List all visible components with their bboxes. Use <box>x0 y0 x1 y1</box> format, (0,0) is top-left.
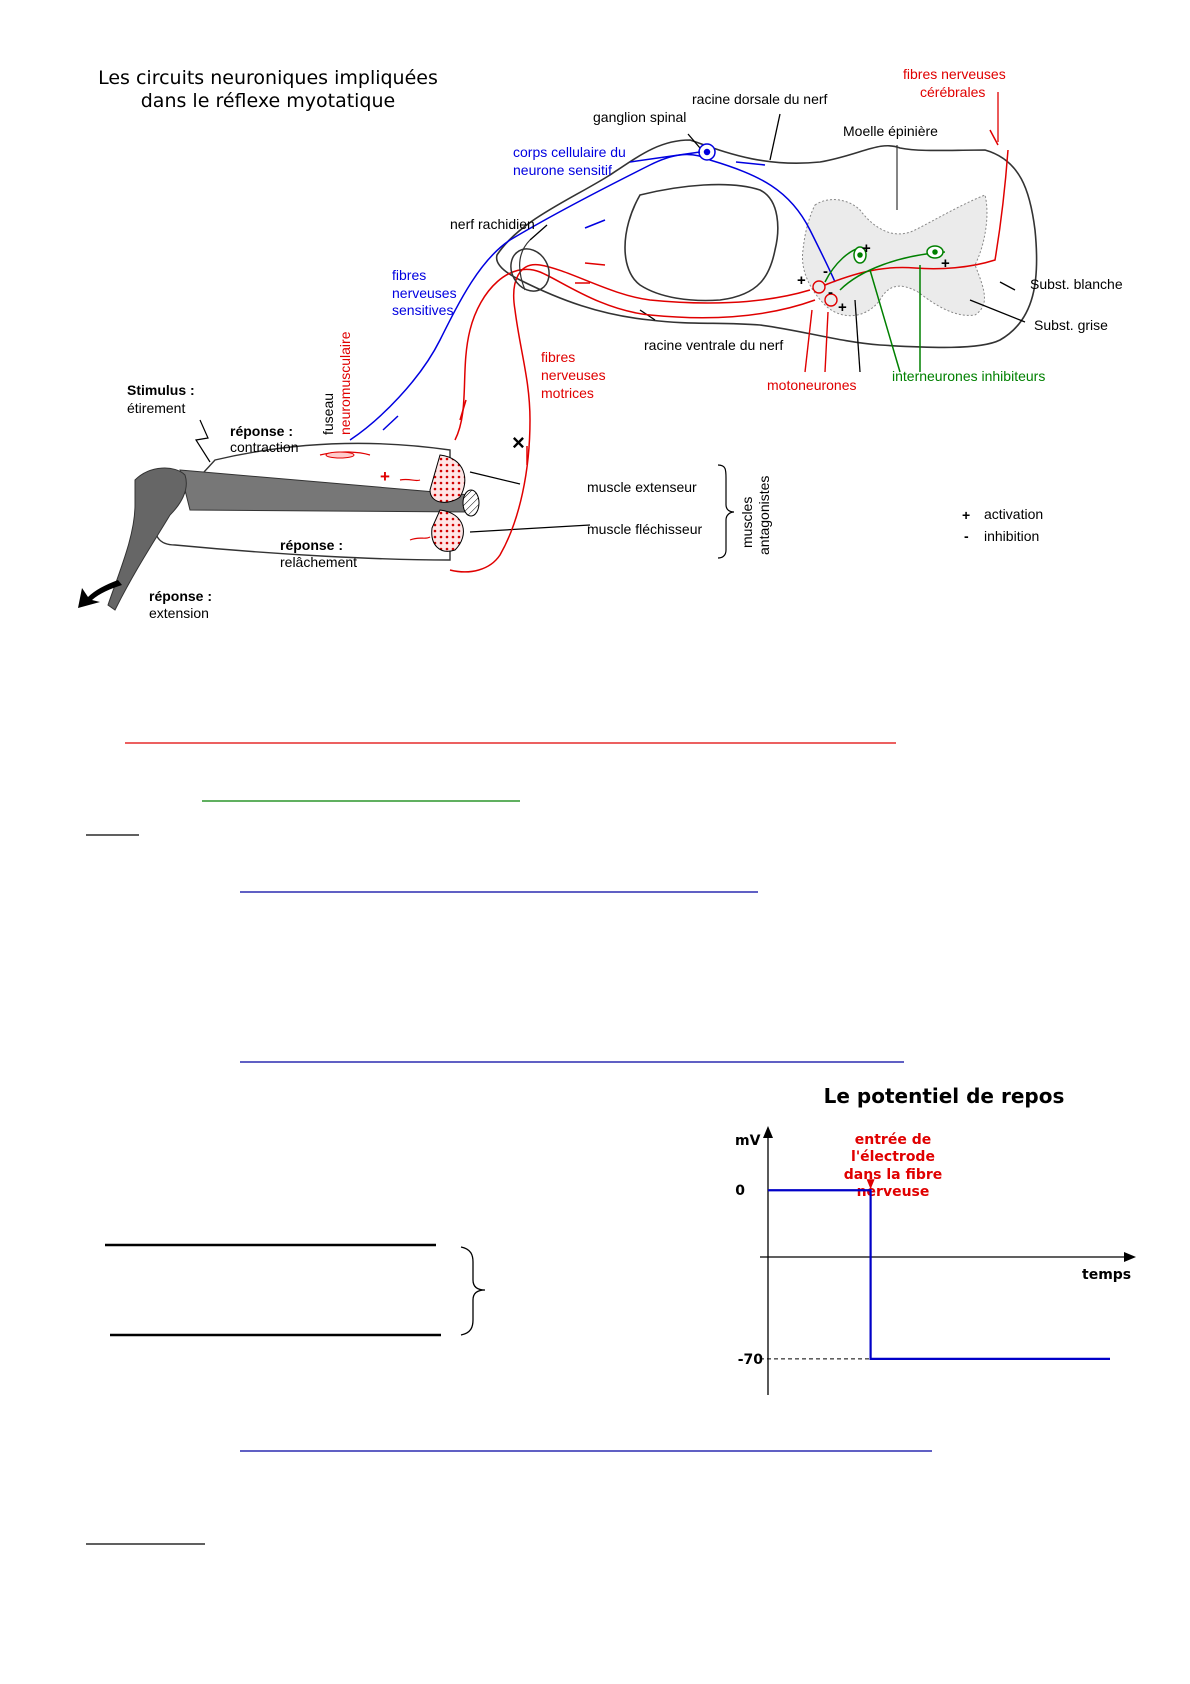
label-fibres-sensitives-1: fibres <box>392 267 426 283</box>
svg-text:+: + <box>380 467 390 486</box>
legend-text: activation <box>984 506 1043 522</box>
y-axis-arrow <box>763 1126 773 1138</box>
interneurons <box>824 245 946 373</box>
label-ganglion: ganglion spinal <box>593 109 686 125</box>
y-axis-label: mV <box>735 1133 761 1149</box>
label-subst-blanche: Subst. blanche <box>1030 276 1123 292</box>
label-fuseau-2: neuromusculaire <box>337 331 353 435</box>
label-fibres-motrices-2: nerveuses <box>541 367 606 383</box>
svg-text:+: + <box>838 299 847 316</box>
spinal-nerve <box>510 248 550 292</box>
label-racine-dorsale: racine dorsale du nerf <box>692 91 828 107</box>
annotation-line: l'électrode <box>851 1149 935 1165</box>
svg-text:-: - <box>823 263 828 280</box>
chart-title: Le potentiel de repos <box>824 1084 1065 1108</box>
label-nerf-rachidien: nerf rachidien <box>450 216 535 232</box>
x-axis-arrow <box>1124 1252 1136 1262</box>
label-reponse-relachement-2: relâchement <box>280 554 357 570</box>
label-motoneurones: motoneurones <box>767 377 857 393</box>
label-corps-cellulaire-1: corps cellulaire du <box>513 144 626 160</box>
sensory-fibre <box>349 143 836 441</box>
label-muscle-flechisseur: muscle fléchisseur <box>587 521 702 537</box>
label-reponse-contraction-1: réponse : <box>230 423 293 439</box>
legend-text: inhibition <box>984 528 1039 544</box>
annotation: entrée de l'électrode dans la fibre nerv… <box>844 1132 943 1202</box>
annotation-arrowhead <box>866 1179 875 1190</box>
label-reponse-extension-2: extension <box>149 605 209 621</box>
muscle-bracket <box>717 464 735 559</box>
legend-symbol: - <box>964 528 969 544</box>
label-reponse-extension-1: réponse : <box>149 588 212 604</box>
label-subst-grise: Subst. grise <box>1034 317 1108 333</box>
label-fuseau-1: fuseau <box>320 393 336 435</box>
blocked-mark: × <box>512 430 525 455</box>
legend-symbol: + <box>962 507 970 523</box>
y-tick-label: 0 <box>735 1183 745 1199</box>
svg-text:+: + <box>941 255 950 272</box>
label-moelle: Moelle épinière <box>843 123 938 139</box>
legend: + activation - inhibition <box>962 506 1043 544</box>
label-fibres-sensitives-3: sensitives <box>392 302 453 318</box>
label-corps-cellulaire-2: neurone sensitif <box>513 162 612 178</box>
annotation-line: entrée de <box>855 1132 931 1148</box>
label-racine-ventrale: racine ventrale du nerf <box>644 337 783 353</box>
svg-text:+: + <box>797 272 806 289</box>
label-stimulus-1: Stimulus : <box>127 382 195 398</box>
label-fibres-cerebrales-2: cérébrales <box>920 84 985 100</box>
chart-series-layer <box>760 1189 1110 1360</box>
y-tick-label: -70 <box>738 1352 764 1368</box>
diagram-title-line2: dans le réflexe myotatique <box>141 90 395 112</box>
leg: + <box>78 419 480 611</box>
reflex-diagram: Les circuits neuroniques impliquées dans… <box>78 66 1123 621</box>
label-reponse-contraction-2: contraction <box>230 439 298 455</box>
svg-text:-: - <box>828 284 833 301</box>
x-axis-label: temps <box>1082 1267 1131 1283</box>
label-muscles-antag-2: antagonistes <box>756 476 772 555</box>
grey-matter <box>801 194 988 317</box>
motoneuron-bodies <box>804 280 838 373</box>
series-line <box>768 1189 1110 1360</box>
svg-text:+: + <box>862 240 871 257</box>
label-fibres-motrices-3: motrices <box>541 385 594 401</box>
label-stimulus-2: étirement <box>127 400 185 416</box>
label-reponse-relachement-1: réponse : <box>280 537 343 553</box>
pointer-lines <box>469 92 1026 533</box>
synapse-signs: + + - - + + <box>797 240 950 316</box>
label-muscles-antag-1: muscles <box>739 497 755 548</box>
label-fibres-motrices-1: fibres <box>541 349 575 365</box>
diagram-title-line1: Les circuits neuroniques impliquées <box>98 67 438 89</box>
motor-fibres <box>449 129 1009 573</box>
label-fibres-cerebrales-1: fibres nerveuses <box>903 66 1006 82</box>
spinal-cord <box>495 139 1038 349</box>
label-fibres-sensitives-2: nerveuses <box>392 285 457 301</box>
label-muscle-extenseur: muscle extenseur <box>587 479 697 495</box>
label-interneurones: interneurones inhibiteurs <box>892 368 1045 384</box>
annotation-line: nerveuse <box>857 1184 930 1200</box>
annotation-line: dans la fibre <box>844 1167 943 1183</box>
